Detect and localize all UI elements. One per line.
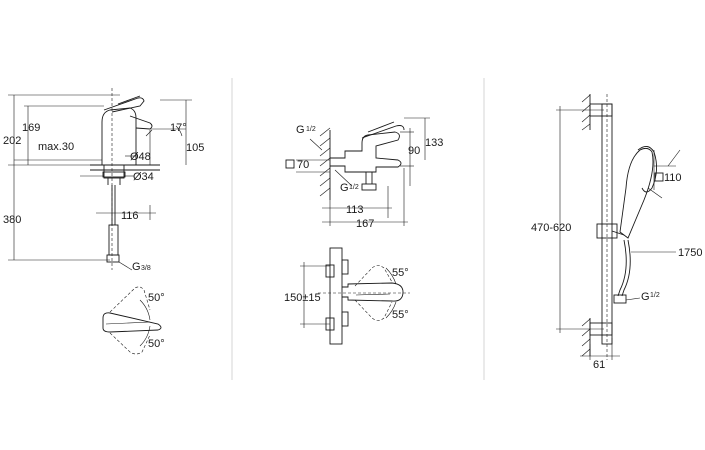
square-70-icon (285, 159, 295, 169)
shower-thread-fraction: 1/2 (650, 292, 660, 299)
bath-mixer-drawing (330, 121, 405, 191)
shower-rail-drawing (589, 94, 657, 360)
dim-167: 167 (356, 218, 374, 230)
dim-113: 113 (346, 204, 364, 216)
shower-rail-dimensions: 470-620 110 1750 G 1/2 61 (531, 106, 702, 371)
basin-mixer-drawing (90, 88, 160, 270)
dim-169: 169 (22, 122, 40, 134)
square-110-icon (654, 172, 664, 182)
dim-470-620: 470-620 (531, 222, 571, 234)
basin-lever-top-view: 50° 50° (102, 286, 165, 355)
bath-thread-g-bottom: G (340, 182, 349, 194)
dim-17-degrees: 17° (170, 122, 187, 134)
bath-thread-g-top: G (296, 124, 305, 136)
basin-mixer-dimensions: 202 169 17° 105 max.30 Ø48 Ø34 380 116 (3, 94, 204, 273)
angle-50-top: 50° (148, 292, 165, 304)
angle-50-bottom: 50° (148, 338, 165, 350)
angle-55-top: 55° (392, 267, 409, 279)
dim-61: 61 (593, 359, 605, 371)
thread-fraction-3-8: 3/8 (141, 265, 151, 272)
bath-thread-fraction-bottom: 1/2 (349, 184, 359, 191)
dim-square-110: 110 (664, 172, 682, 184)
dim-diameter-48: Ø48 (130, 151, 151, 163)
bath-mixer-wall (319, 127, 331, 200)
dim-380: 380 (3, 214, 21, 226)
dim-133: 133 (425, 137, 443, 149)
bath-mixer-dimensions: G 1/2 70 G 1/2 90 133 113 167 (285, 117, 443, 230)
dim-max30: max.30 (38, 141, 74, 153)
dim-150-15: 150±15 (284, 292, 321, 304)
shower-thread-g: G (641, 291, 650, 303)
thread-g-letter: G (132, 261, 141, 273)
dim-202: 202 (3, 135, 21, 147)
dim-116: 116 (121, 210, 139, 222)
bath-thread-fraction-top: 1/2 (306, 126, 316, 133)
dim-diameter-34: Ø34 (133, 171, 154, 183)
dim-1750: 1750 (678, 247, 702, 259)
angle-55-bottom: 55° (392, 309, 409, 321)
dim-square-70: 70 (297, 159, 309, 171)
dim-105: 105 (186, 142, 204, 154)
shower-rail-wall (581, 94, 591, 357)
bath-mixer-front-view: 150±15 55° 55° (284, 247, 410, 345)
dim-90: 90 (408, 145, 420, 157)
